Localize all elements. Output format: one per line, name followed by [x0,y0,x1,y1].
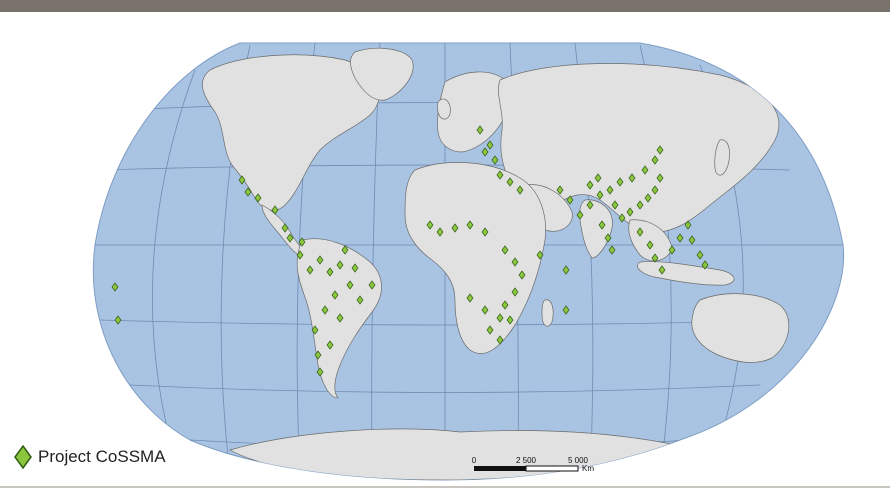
scale-tick-0: 0 [472,456,477,465]
project-marker [481,227,489,237]
project-markers [111,125,709,377]
project-marker [356,295,364,305]
project-marker [368,280,376,290]
project-marker [688,235,696,245]
project-marker [341,245,349,255]
footer-rule [0,486,890,488]
project-marker [506,177,514,187]
project-marker [114,315,122,325]
project-marker [501,300,509,310]
project-marker [331,290,339,300]
project-marker [656,145,664,155]
project-marker [644,193,652,203]
project-marker [496,170,504,180]
project-marker [326,340,334,350]
scale-tick-2: 5 000 [568,456,589,465]
project-marker [566,195,574,205]
project-marker [696,250,704,260]
project-marker [562,265,570,275]
project-marker [326,267,334,277]
project-marker [466,220,474,230]
scale-bar: 0 2 500 5 000 Km [472,456,595,473]
project-marker [314,350,322,360]
map-legend: Project CoSSMA [14,445,166,469]
project-marker [491,155,499,165]
project-marker [321,305,329,315]
project-marker [316,255,324,265]
project-marker [451,223,459,233]
project-marker [238,175,246,185]
project-marker [586,200,594,210]
project-marker [496,335,504,345]
project-marker [346,280,354,290]
project-marker [298,237,306,247]
project-marker [486,325,494,335]
project-marker [701,260,709,270]
project-marker [616,177,624,187]
project-marker [646,240,654,250]
project-marker [562,305,570,315]
project-marker [628,173,636,183]
project-marker [496,313,504,323]
project-marker [286,233,294,243]
project-marker [518,270,526,280]
project-marker [511,287,519,297]
header-bar [0,0,890,12]
project-marker [606,185,614,195]
project-marker [436,227,444,237]
project-marker [611,200,619,210]
project-marker [641,165,649,175]
project-marker [486,140,494,150]
project-marker [316,367,324,377]
project-marker [311,325,319,335]
project-marker [511,257,519,267]
project-marker [111,282,119,292]
project-marker [506,315,514,325]
project-marker [336,313,344,323]
project-marker [651,185,659,195]
project-marker [336,260,344,270]
project-marker [604,233,612,243]
project-marker [651,253,659,263]
project-marker [656,173,664,183]
project-marker [281,223,289,233]
project-marker [296,250,304,260]
project-marker [426,220,434,230]
project-marker [556,185,564,195]
project-marker [651,155,659,165]
project-marker [636,227,644,237]
project-marker [481,305,489,315]
project-marker [618,213,626,223]
project-marker [596,190,604,200]
project-marker [576,210,584,220]
project-marker [516,185,524,195]
project-marker [608,245,616,255]
project-marker [594,173,602,183]
project-marker [658,265,666,275]
project-marker [244,187,252,197]
project-marker [668,245,676,255]
scale-tick-1: 2 500 [516,456,537,465]
project-marker [536,250,544,260]
project-marker [684,220,692,230]
project-marker [636,200,644,210]
green-diamond-icon [14,445,32,469]
project-marker [598,220,606,230]
project-marker [501,245,509,255]
project-marker [676,233,684,243]
project-marker [306,265,314,275]
project-marker [351,263,359,273]
legend-label: Project CoSSMA [38,447,166,466]
project-marker [586,180,594,190]
project-marker [476,125,484,135]
project-marker [466,293,474,303]
project-marker [271,205,279,215]
project-marker [626,207,634,217]
project-marker [254,193,262,203]
project-marker [481,147,489,157]
scale-unit: Km [582,464,594,473]
